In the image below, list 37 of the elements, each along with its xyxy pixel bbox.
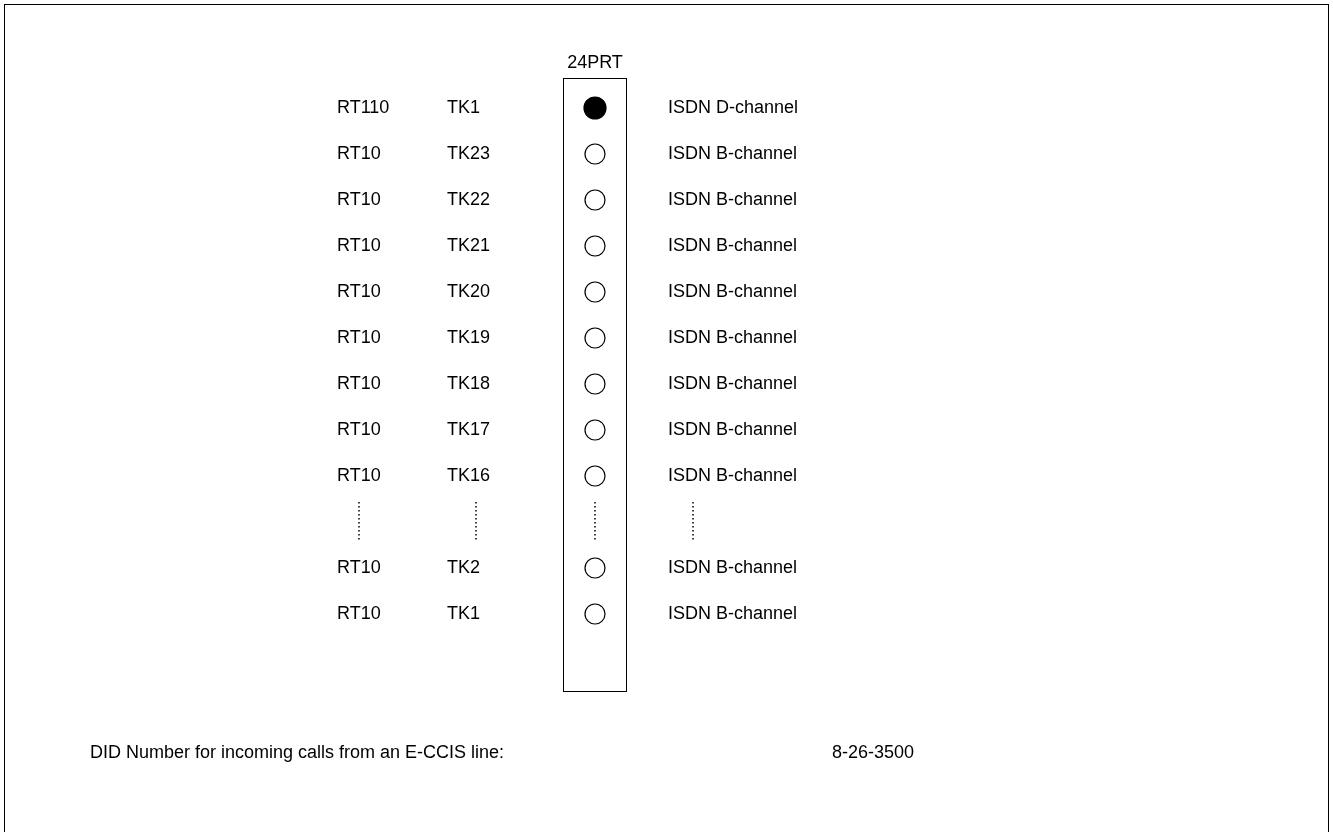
trunk-number: TK20 bbox=[447, 280, 491, 302]
footer-note: DID Number for incoming calls from an E-CCIS line: bbox=[90, 741, 505, 763]
route-number: RT10 bbox=[337, 602, 381, 624]
trunk-number: TK17 bbox=[447, 418, 491, 440]
route-number: RT10 bbox=[337, 142, 381, 164]
route-number: RT10 bbox=[337, 188, 381, 210]
trunk-number: TK22 bbox=[447, 188, 491, 210]
route-number: RT10 bbox=[337, 418, 381, 440]
channel-type: ISDN D-channel bbox=[668, 96, 799, 118]
route-number: RT10 bbox=[337, 372, 381, 394]
trunk-number: TK23 bbox=[447, 142, 491, 164]
channel-type: ISDN B-channel bbox=[668, 188, 798, 210]
channel-type: ISDN B-channel bbox=[668, 418, 798, 440]
channel-type: ISDN B-channel bbox=[668, 142, 798, 164]
route-number: RT10 bbox=[337, 280, 381, 302]
channel-type: ISDN B-channel bbox=[668, 280, 798, 302]
did-number: 8-26-3500 bbox=[832, 741, 915, 763]
route-number: RT10 bbox=[337, 326, 381, 348]
channel-type: ISDN B-channel bbox=[668, 602, 798, 624]
channel-type: ISDN B-channel bbox=[668, 556, 798, 578]
channel-type: ISDN B-channel bbox=[668, 326, 798, 348]
trunk-number: TK1 bbox=[447, 602, 480, 624]
trunk-number: TK21 bbox=[447, 234, 491, 256]
channel-type: ISDN B-channel bbox=[668, 234, 798, 256]
port-strip bbox=[563, 78, 627, 692]
strip-title: 24PRT bbox=[567, 51, 623, 73]
trunk-number: TK16 bbox=[447, 464, 491, 486]
trunk-number: TK19 bbox=[447, 326, 491, 348]
trunk-number: TK18 bbox=[447, 372, 491, 394]
route-number: RT10 bbox=[337, 556, 381, 578]
channel-type: ISDN B-channel bbox=[668, 464, 798, 486]
trunk-number: TK1 bbox=[447, 96, 480, 118]
route-number: RT110 bbox=[337, 96, 390, 118]
route-number: RT10 bbox=[337, 464, 381, 486]
channel-type: ISDN B-channel bbox=[668, 372, 798, 394]
route-number: RT10 bbox=[337, 234, 381, 256]
trunk-number: TK2 bbox=[447, 556, 480, 578]
